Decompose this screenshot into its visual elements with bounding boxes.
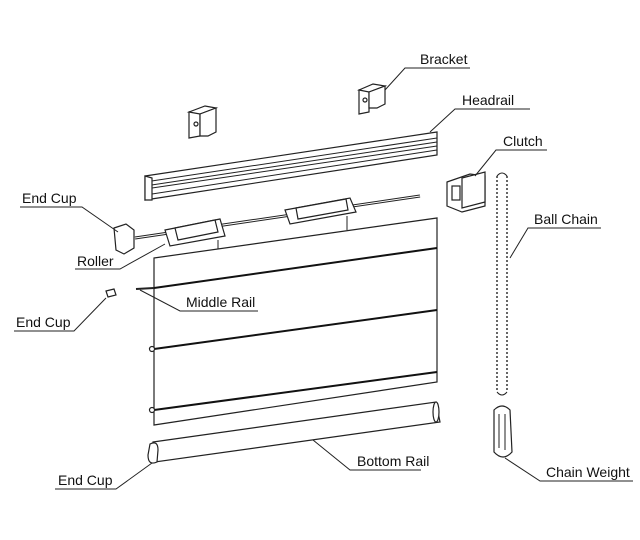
label-clutch: Clutch [503, 133, 543, 149]
headrail [144, 131, 438, 201]
label-bracket: Bracket [420, 51, 468, 67]
end-cup-bottom [147, 442, 159, 464]
roller [134, 194, 421, 252]
label-roller: Roller [77, 253, 114, 269]
ball-chain [496, 172, 508, 396]
label-chain-weight: Chain Weight [546, 464, 630, 480]
bottom-rail [147, 401, 441, 464]
label-headrail: Headrail [462, 92, 514, 108]
label-ball-chain: Ball Chain [534, 211, 598, 227]
label-end-cup-bottom: End Cup [58, 472, 113, 488]
bracket-right [356, 83, 388, 115]
end-cup-middle [105, 288, 117, 298]
end-cup-top [113, 223, 135, 255]
chain-weight [493, 405, 513, 458]
label-end-cup-top: End Cup [22, 190, 77, 206]
fabric-panel [148, 217, 438, 426]
label-bottom-rail: Bottom Rail [357, 453, 429, 469]
leader-lines [14, 67, 633, 490]
bracket-left [186, 105, 219, 139]
label-middle-rail: Middle Rail [186, 294, 255, 310]
middle-rail [135, 287, 155, 290]
label-end-cup-middle: End Cup [16, 314, 71, 330]
clutch [446, 171, 486, 213]
